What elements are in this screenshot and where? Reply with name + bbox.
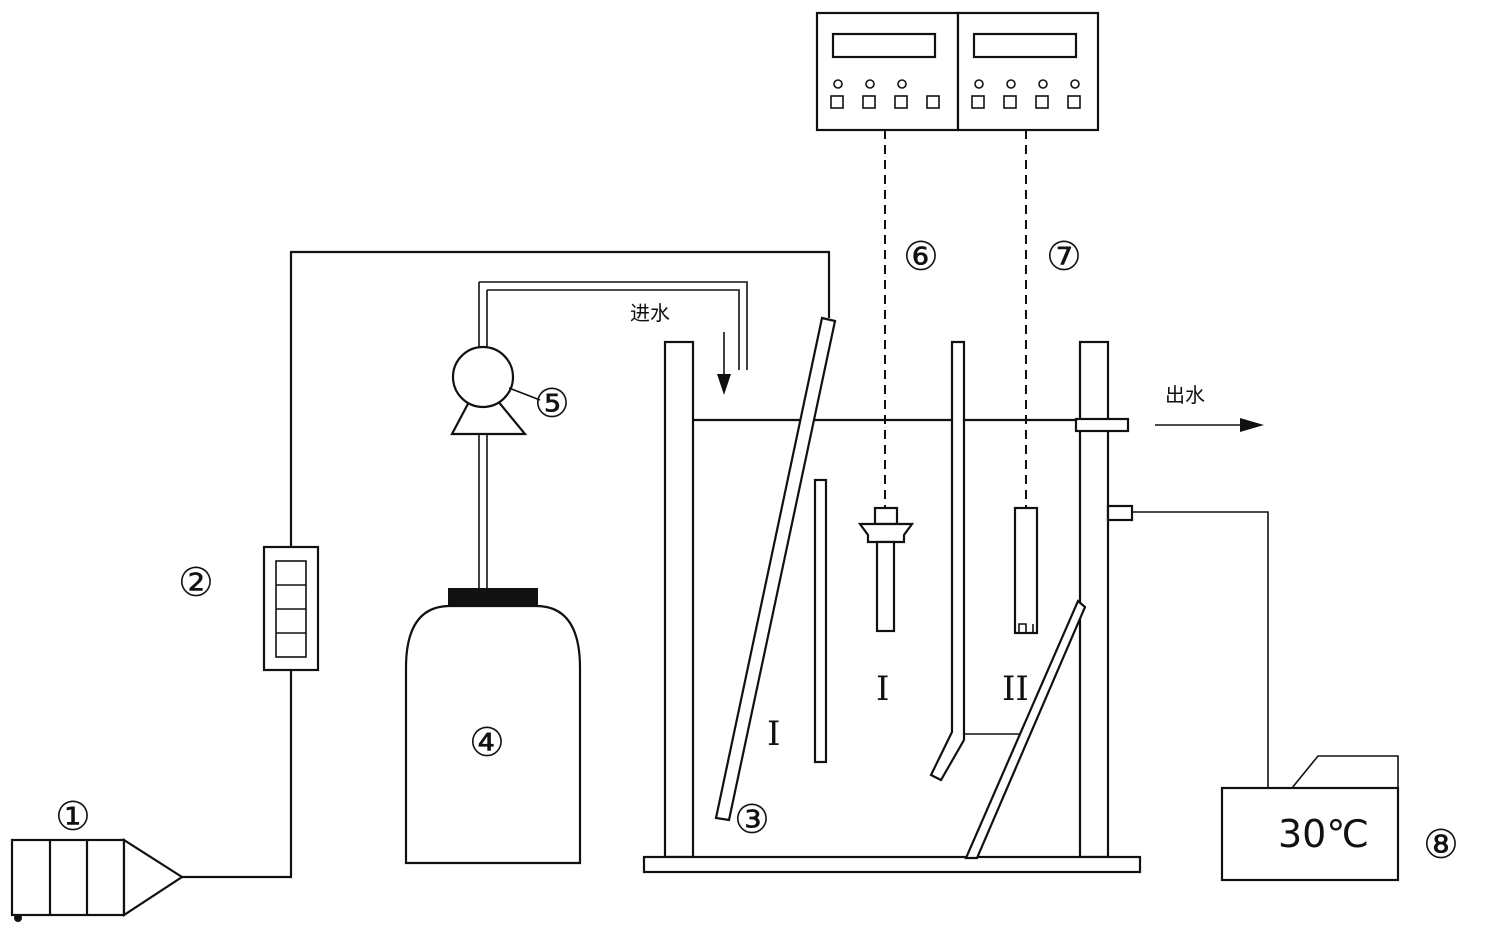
reactor bbox=[642, 340, 1142, 874]
air-pump bbox=[10, 837, 185, 922]
temperature-readout: 30℃ bbox=[1278, 812, 1369, 856]
label-6: ⑥ bbox=[903, 234, 939, 280]
label-2: ② bbox=[178, 560, 214, 606]
air-line bbox=[182, 250, 831, 879]
do-probe bbox=[857, 506, 915, 633]
baffle-left bbox=[813, 478, 828, 764]
diffuser-tube bbox=[714, 316, 837, 822]
heater-controller: 30℃ bbox=[1132, 511, 1400, 882]
ph-meter bbox=[956, 11, 1100, 132]
outlet-label: 出水 bbox=[1165, 383, 1205, 407]
label-5: ⑤ bbox=[534, 381, 570, 427]
zone-label-probe1: I bbox=[876, 669, 889, 709]
outlet-port bbox=[1074, 417, 1130, 433]
inlet-label: 进水 bbox=[630, 301, 670, 325]
feed-bottle bbox=[404, 588, 582, 865]
do-meter bbox=[815, 11, 960, 132]
label-7: ⑦ bbox=[1046, 234, 1082, 280]
inlet-arrow bbox=[717, 332, 731, 395]
feed-line bbox=[478, 281, 748, 588]
heater-port bbox=[1106, 504, 1134, 522]
zone-label-probe2: II bbox=[1002, 669, 1029, 709]
label-1: ① bbox=[55, 794, 91, 840]
pump-leader-line bbox=[508, 387, 541, 401]
label-4: ④ bbox=[469, 720, 505, 766]
ph-probe bbox=[1013, 506, 1039, 635]
label-8: ⑧ bbox=[1423, 822, 1459, 868]
peristaltic-pump bbox=[450, 345, 528, 436]
zone-label-left: I bbox=[767, 714, 780, 754]
outlet-arrow bbox=[1155, 418, 1264, 432]
baffle-middle bbox=[929, 340, 966, 782]
baffle-right bbox=[964, 599, 1087, 860]
flowmeter bbox=[262, 545, 320, 672]
label-3: ③ bbox=[734, 797, 770, 843]
